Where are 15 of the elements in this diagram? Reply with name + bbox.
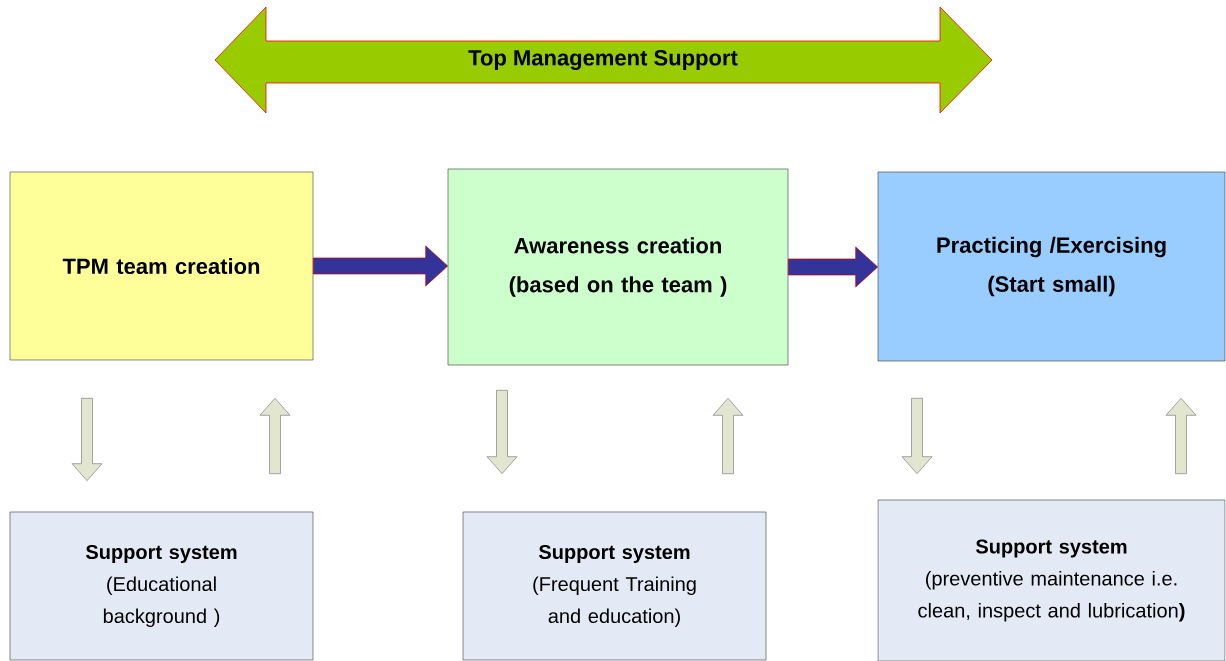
process-box: Practicing /Exercising (Start small): [877, 171, 1226, 362]
support-box: Support system (Frequent Training and education): [462, 511, 767, 661]
support-box: Support system (preventive maintenance i.e. clean, inspect and lubrication): [877, 499, 1226, 661]
block-arrow: [71, 397, 103, 482]
block-arrow: [259, 397, 291, 475]
block-arrow: [787, 246, 879, 288]
block-arrow: [1165, 397, 1197, 475]
block-arrow: [486, 389, 518, 475]
block-arrow: [312, 245, 449, 287]
block-arrow: [901, 397, 933, 475]
process-box: Awareness creation (based on the team ): [447, 168, 789, 366]
process-box: TPM team creation: [9, 171, 314, 361]
support-box: Support system (Educational background ): [9, 511, 314, 661]
block-arrow: [712, 397, 744, 475]
double-arrow-banner: Top Management Support: [214, 6, 993, 114]
